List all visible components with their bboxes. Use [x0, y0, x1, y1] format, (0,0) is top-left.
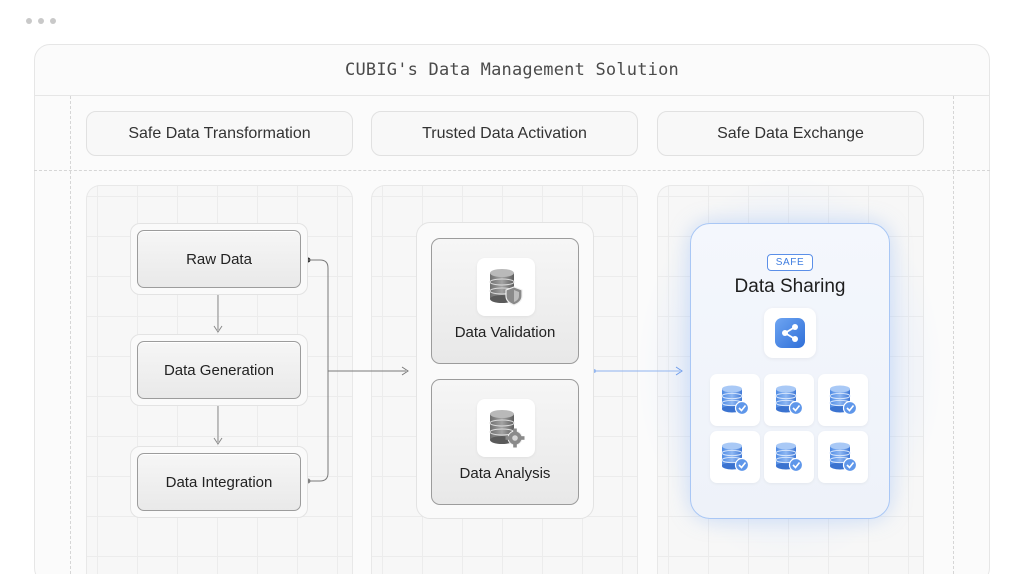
database-check-icon — [710, 431, 760, 483]
database-shield-icon — [477, 258, 535, 316]
node-label: Raw Data — [137, 230, 301, 288]
node-data-generation: Data Generation — [130, 334, 308, 406]
card-data-analysis: Data Analysis — [431, 379, 579, 505]
database-check-icon — [818, 431, 868, 483]
card-label: Data Analysis — [459, 465, 551, 482]
node-raw-data: Raw Data — [130, 223, 308, 295]
guide-line — [34, 170, 990, 171]
card-data-validation: Data Validation — [431, 238, 579, 364]
node-data-integration: Data Integration — [130, 446, 308, 518]
database-check-icon — [710, 374, 760, 426]
share-icon — [764, 308, 816, 358]
column-header-activation: Trusted Data Activation — [371, 111, 638, 156]
database-check-icon — [764, 374, 814, 426]
window-controls — [26, 18, 56, 24]
window-dot — [38, 18, 44, 24]
window-dot — [26, 18, 32, 24]
node-label: Data Generation — [137, 341, 301, 399]
title-bar: CUBIG's Data Management Solution — [34, 44, 990, 96]
database-gear-icon — [477, 399, 535, 457]
database-check-icon — [818, 374, 868, 426]
diagram-title: CUBIG's Data Management Solution — [345, 59, 679, 80]
safe-badge: SAFE — [767, 254, 813, 271]
data-sharing-title: Data Sharing — [734, 276, 846, 297]
column-header-transformation: Safe Data Transformation — [86, 111, 353, 156]
window-dot — [50, 18, 56, 24]
guide-line — [953, 96, 954, 574]
column-header-exchange: Safe Data Exchange — [657, 111, 924, 156]
activation-stack: Data Validation — [416, 222, 594, 519]
card-label: Data Validation — [454, 324, 556, 341]
node-label: Data Integration — [137, 453, 301, 511]
database-check-icon — [764, 431, 814, 483]
guide-line — [70, 96, 71, 574]
